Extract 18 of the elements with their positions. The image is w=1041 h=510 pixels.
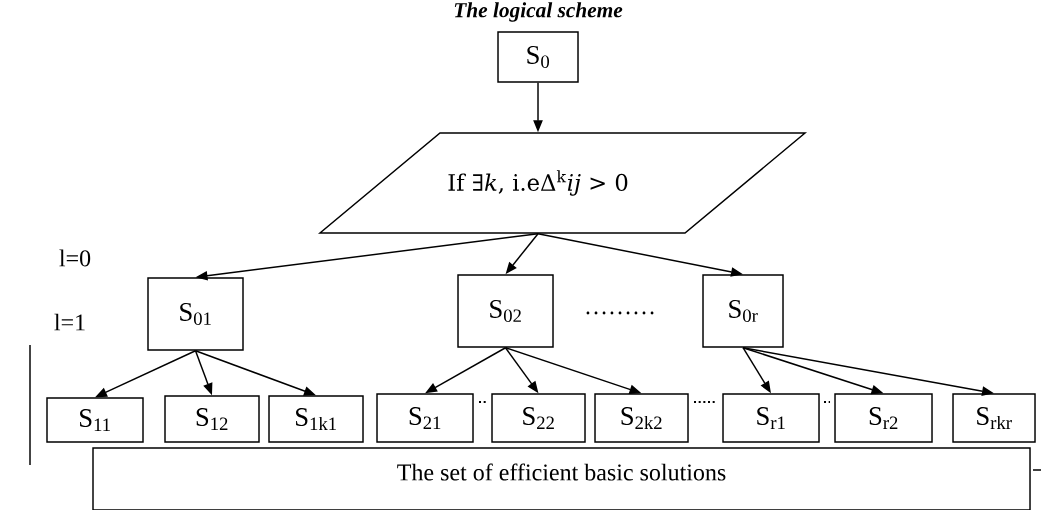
- result-box: The set of efficient basic solutions: [92, 447, 1031, 510]
- state-box: S$_{r1}$: [722, 393, 820, 443]
- state-box: S$_{11}$: [46, 397, 144, 443]
- title: The logical scheme: [454, 2, 623, 22]
- level-label: l=0: [59, 249, 91, 267]
- level-label: ………: [586, 311, 654, 315]
- state-box: S$_{1k1}$: [268, 395, 364, 443]
- state-box: S$_{21}$: [376, 393, 474, 443]
- state-box: S$_{0r}$: [702, 274, 784, 348]
- state-box: S$_{rkr}$: [952, 393, 1036, 443]
- state-box: S$_{r2}$: [834, 393, 933, 443]
- state-box: S$_{02}$: [457, 274, 554, 348]
- state-box: S$_{2k2}$: [594, 393, 689, 443]
- level-label: l=1: [54, 313, 85, 331]
- state-box: S$_{01}$: [147, 277, 244, 351]
- state-box: S$_{0}$: [497, 31, 579, 83]
- state-box: S$_{22}$: [491, 393, 586, 443]
- state-box: S$_{12}$: [164, 395, 260, 443]
